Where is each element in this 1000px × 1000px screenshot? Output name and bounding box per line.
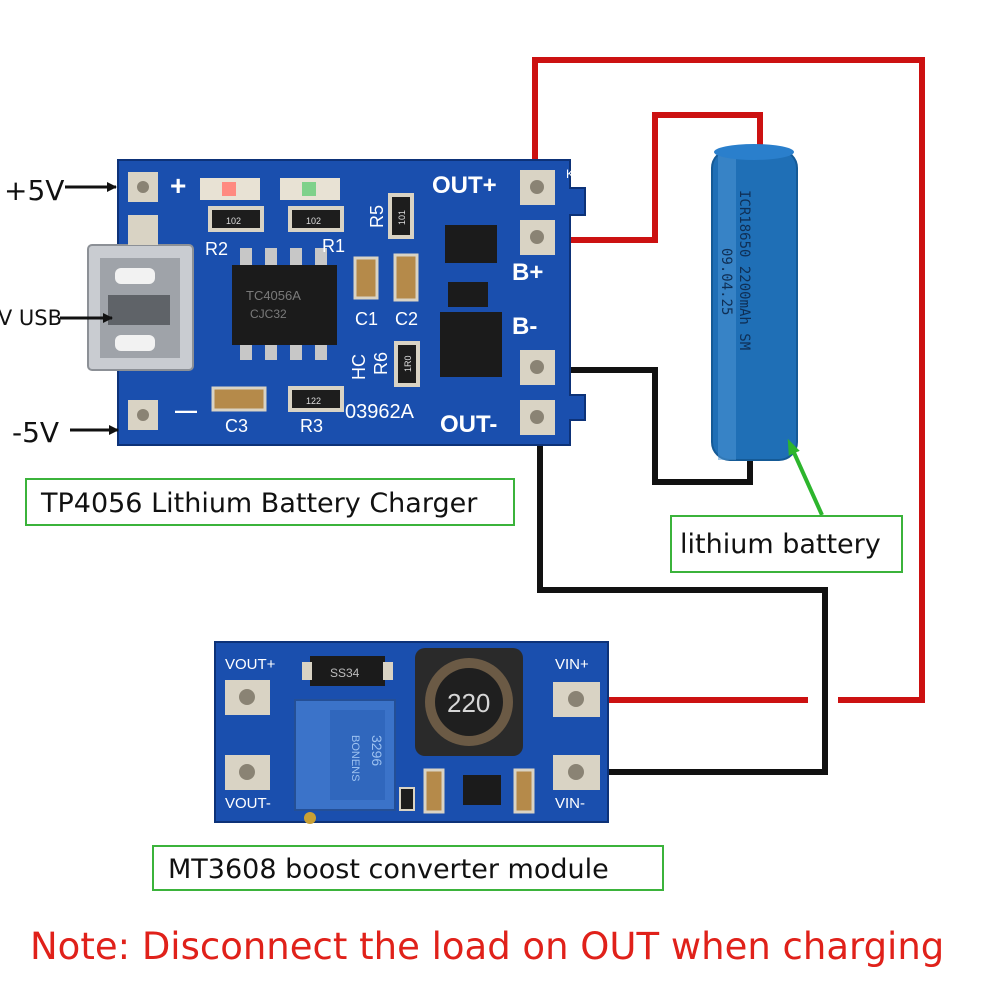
mt3608-label-vout-minus: VOUT- [225,795,271,812]
diode-label: SS34 [330,666,360,680]
tp4056-label-r3: R3 [300,416,323,436]
resistor-code-r6: 1R0 [403,355,413,372]
black-wire-b-minus [560,367,753,485]
pot-maker: BONENS [349,735,361,781]
mt3608-label-vout-plus: VOUT+ [225,656,276,673]
tp4056-title-label: TP4056 Lithium Battery Charger [25,478,515,526]
resistor-code-r3: 122 [306,396,321,406]
tc4056-chip-code: CJC32 [250,307,287,321]
mt3608-label-vin-plus: VIN+ [555,656,589,673]
pot-code: 3296 [369,735,385,766]
mt3608-capacitor-b [513,768,535,814]
small-chip [448,282,488,307]
resistor-r3 [288,386,344,412]
battery-print-date: 09.04.25 [718,248,734,315]
tp4056-label-k: K [566,167,574,181]
resistor-code-r1: 102 [306,216,321,226]
tp4056-label-b-minus: B- [512,313,537,340]
battery-pointer-arrow [787,438,824,516]
protection-chip [445,225,497,263]
tp4056-label-r1: R1 [322,236,345,256]
tp4056-label-b-plus: B+ [512,259,543,286]
mt3608-resistor [399,787,415,811]
resistor-r1 [288,206,344,232]
capacitor-c1 [353,256,379,300]
tp4056-label-c3: C3 [225,416,248,436]
tp4056-label-out-minus: OUT- [440,411,497,438]
tp4056-label-c2: C2 [395,309,418,329]
inductor-220: 220 [415,648,523,756]
battery-label: lithium battery [670,515,903,573]
mt3608-capacitor-a [423,768,445,814]
tp4056-label-c1: C1 [355,309,378,329]
tp4056-label-out-plus: OUT+ [432,172,497,199]
tc4056-chip [232,248,337,360]
tp4056-label-r5: R5 [367,205,387,228]
tp4056-label-r2: R2 [205,239,228,259]
input-arrows [60,182,119,435]
tp4056-label-r6: R6 [371,352,391,375]
tp4056-board-code: 03962A [345,401,415,423]
capacitor-c2 [393,253,419,302]
black-wire-out-minus [537,430,828,775]
trim-potentiometer: 3296 BONENS [294,699,396,824]
tp4056-label-hc: HC [349,354,369,380]
tp4056-label-plus: + [170,170,186,201]
resistor-code-r2: 102 [226,216,241,226]
red-wire-b-plus [555,112,763,243]
inductor-label: 220 [447,688,490,718]
input-label-plus5v: +5V [4,174,65,207]
charging-note: Note: Disconnect the load on OUT when ch… [30,925,945,968]
tp4056-label-minus: — [175,398,197,423]
capacitor-c3 [211,386,267,412]
resistor-r6 [394,341,420,387]
resistor-code-r5: 101 [397,210,407,225]
tc4056-chip-label: TC4056A [246,288,301,303]
mt3608-label-vin-minus: VIN- [555,795,585,812]
resistor-r2 [208,206,264,232]
battery-print-main: ICR18650 2200mAh SM [736,190,752,350]
mt3608-title-label: MT3608 boost converter module [152,845,664,891]
lithium-battery: ICR18650 2200mAh SM 09.04.25 [711,144,798,461]
red-wire-out-plus [532,57,925,703]
input-label-usb: 5V USB [0,306,62,330]
resistor-r5 [388,193,414,239]
tp4056-board: OUT+ B+ B- OUT- + — K R2 R1 R3 R5 R6 C1 … [87,159,586,446]
mosfet-chip [440,312,502,377]
mt3608-board: SS34 220 3296 BONENS VOUT+ VOUT- VIN+ VI… [214,641,609,824]
input-label-minus5v: -5V [12,416,60,449]
diode-ss34 [310,656,385,686]
mt3608-chip [463,775,501,805]
